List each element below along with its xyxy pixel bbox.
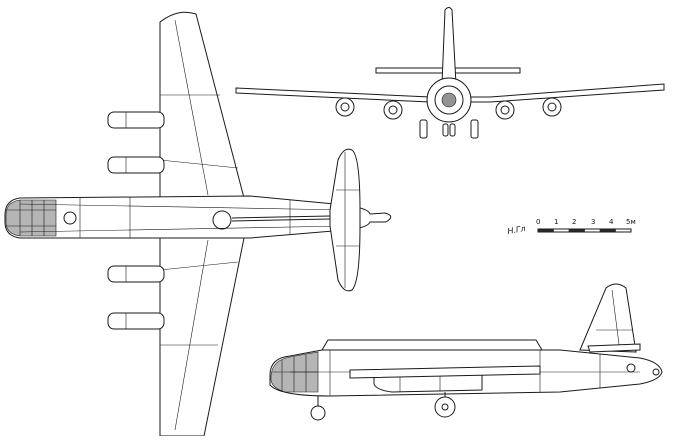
side-view: [269, 283, 663, 421]
side-landing-gear: [310, 392, 456, 421]
scale-tick-2: 2: [572, 218, 576, 226]
scale-bar-blocks: [537, 228, 632, 233]
plan-nacelle-3: [107, 265, 165, 283]
front-landing-gear: [419, 119, 479, 139]
front-engine-4: [542, 97, 562, 117]
plan-nose-glazing: [5, 199, 57, 237]
plan-nacelle-2: [107, 156, 165, 174]
front-fin: [441, 7, 457, 85]
plan-fuselage: [4, 195, 392, 239]
scale-tick-3: 3: [591, 218, 595, 226]
scale-tick-5: 5м: [626, 218, 636, 226]
front-engine-2: [383, 100, 403, 120]
artist-signature: Н.Гл: [507, 224, 526, 236]
plan-nacelle-4: [107, 312, 165, 330]
front-view: [235, 7, 665, 139]
plan-nacelle-1: [107, 111, 165, 129]
plan-view: [4, 11, 392, 437]
front-engine-1: [335, 97, 355, 117]
front-engine-3: [495, 100, 515, 120]
scale-bar: 0 1 2 3 4 5м Н.Гл: [507, 218, 636, 236]
scale-tick-0: 0: [536, 218, 540, 226]
scale-tick-4: 4: [609, 218, 614, 226]
side-vertical-tail: [579, 283, 637, 353]
scale-tick-1: 1: [554, 218, 558, 226]
